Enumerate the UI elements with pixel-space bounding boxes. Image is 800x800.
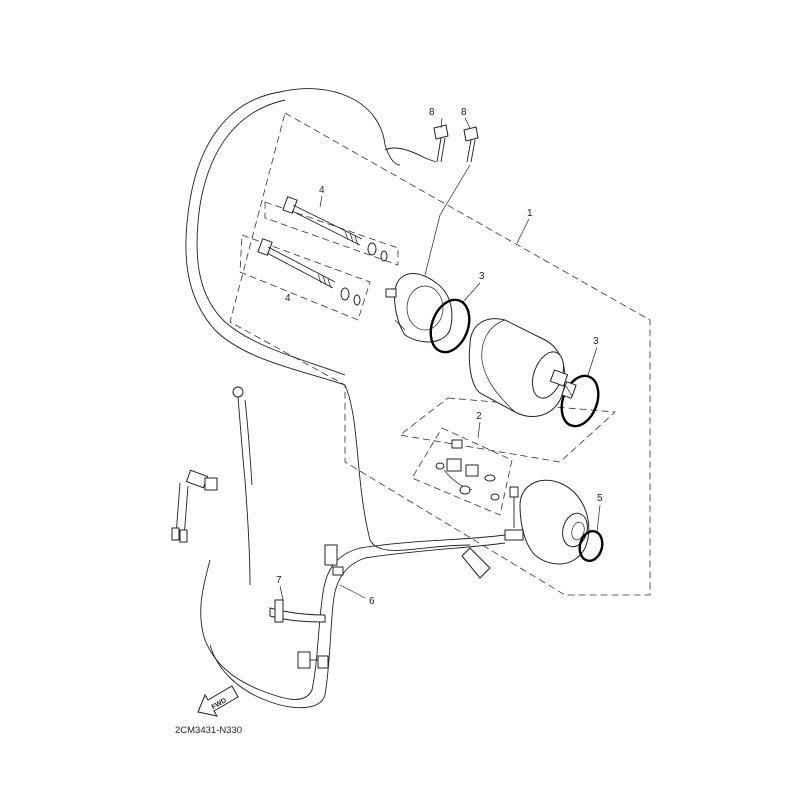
long-bolt-4-lower (257, 238, 336, 289)
leader-2 (477, 421, 481, 439)
callout-1: 1 (527, 208, 533, 219)
leader-7 (279, 585, 284, 601)
leader-5 (596, 504, 601, 533)
leader-3-right (587, 346, 598, 376)
cable-clamp-7 (269, 599, 326, 623)
leader-3-left (462, 282, 481, 303)
ground-lead (232, 386, 253, 586)
screw-8-right (463, 126, 479, 163)
terminal-cable-top (384, 147, 437, 163)
fwd-arrow-icon: FWD (197, 685, 239, 717)
callout-6: 6 (369, 596, 375, 607)
starter-rear-cover (504, 479, 590, 565)
callout-7: 7 (276, 575, 282, 586)
callout-4-lower: 4 (285, 293, 291, 304)
leader-4-upper (319, 195, 323, 208)
starter-cable-6-inner (209, 542, 506, 709)
bolt-group-4-box (264, 201, 399, 266)
o-ring-5 (578, 530, 604, 562)
drawing-code: 2CM3431-N330 (175, 725, 242, 736)
leader-6 (339, 584, 366, 599)
terminal-connector-left (171, 469, 218, 543)
starter-cable-6 (200, 534, 506, 700)
cable-clamp-upper (324, 544, 344, 576)
starter-front-cover (385, 273, 453, 343)
callout-4-upper: 4 (319, 185, 325, 196)
o-ring-3-left (429, 298, 471, 354)
washer-upper-b (380, 250, 388, 262)
assembly-1-boundary (229, 112, 651, 596)
brush-holder-set (435, 439, 500, 501)
terminal-cable-guide (424, 164, 471, 276)
brush-holder-group-box (411, 427, 513, 516)
callout-5: 5 (597, 493, 603, 504)
brush-group-2-box (399, 397, 616, 463)
long-bolt-4-upper (282, 196, 363, 246)
callout-3-left: 3 (479, 271, 485, 282)
harness-outline (185, 91, 471, 551)
leader-8-right (464, 117, 471, 129)
callout-2: 2 (476, 411, 482, 422)
harness-outline-inner (196, 99, 346, 376)
bolt-group-4b-box (239, 234, 371, 321)
washer-lower-a (340, 287, 350, 301)
cable-clamp-lower (297, 651, 329, 669)
harness-outline-top (279, 88, 401, 166)
washer-lower-b (353, 294, 361, 306)
leader-8-left (440, 117, 443, 129)
callout-3-right: 3 (593, 336, 599, 347)
screw-8-left (433, 124, 449, 163)
callout-8-left: 8 (429, 107, 435, 118)
cable-boot (461, 547, 491, 579)
callout-8-right: 8 (461, 107, 467, 118)
washer-upper-a (367, 242, 377, 256)
leader-1 (516, 218, 530, 244)
starter-yoke (468, 318, 577, 417)
